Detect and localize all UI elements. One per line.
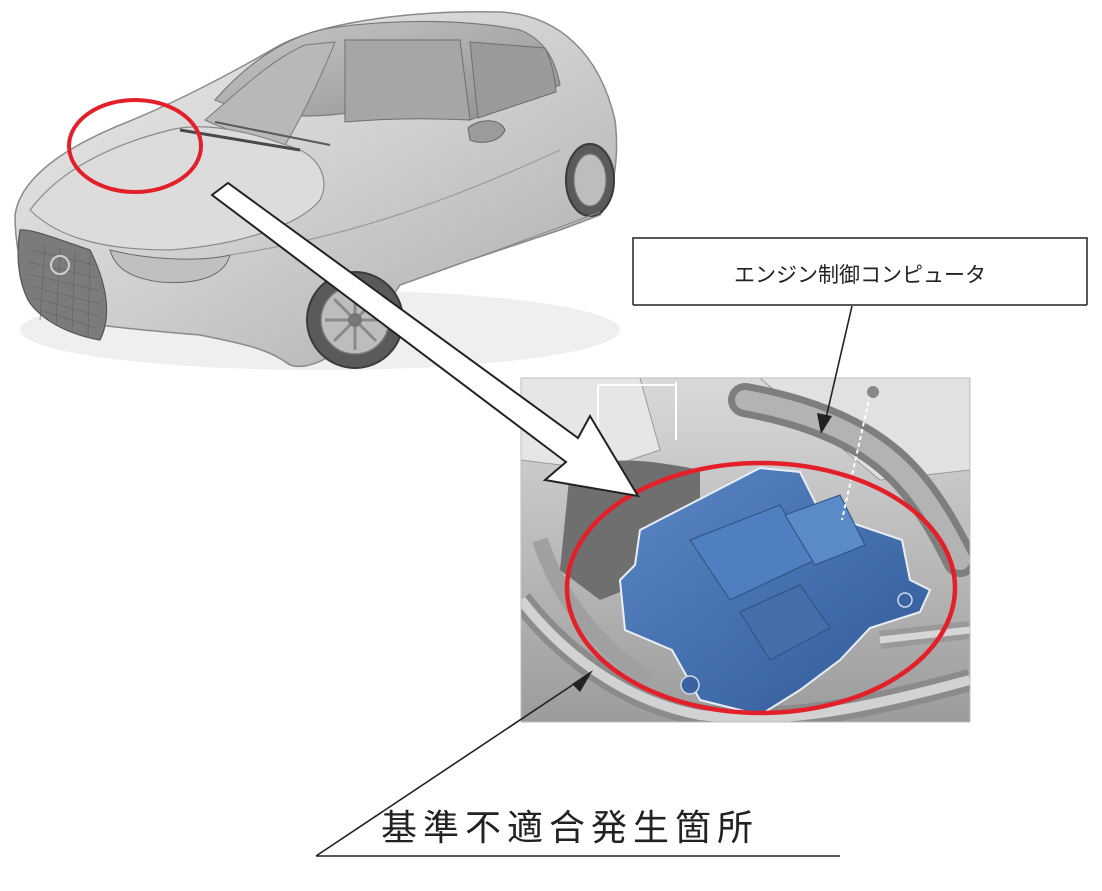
location-label-callout: 基準不適合発生箇所 <box>315 670 840 857</box>
zoom-arrow <box>210 181 640 498</box>
car-illustration <box>14 11 620 370</box>
hood-highlight-circle <box>67 98 203 194</box>
ecu-label-callout: エンジン制御コンピュータ <box>632 237 1088 434</box>
ecu-highlight-circle <box>564 460 958 716</box>
location-leader-arrowhead <box>572 670 593 692</box>
ecu-leader-arrowhead <box>817 413 832 434</box>
location-label: 基準不適合発生箇所 <box>381 808 759 849</box>
ecu-label: エンジン制御コンピュータ <box>734 263 986 287</box>
grille-pattern <box>27 244 101 337</box>
